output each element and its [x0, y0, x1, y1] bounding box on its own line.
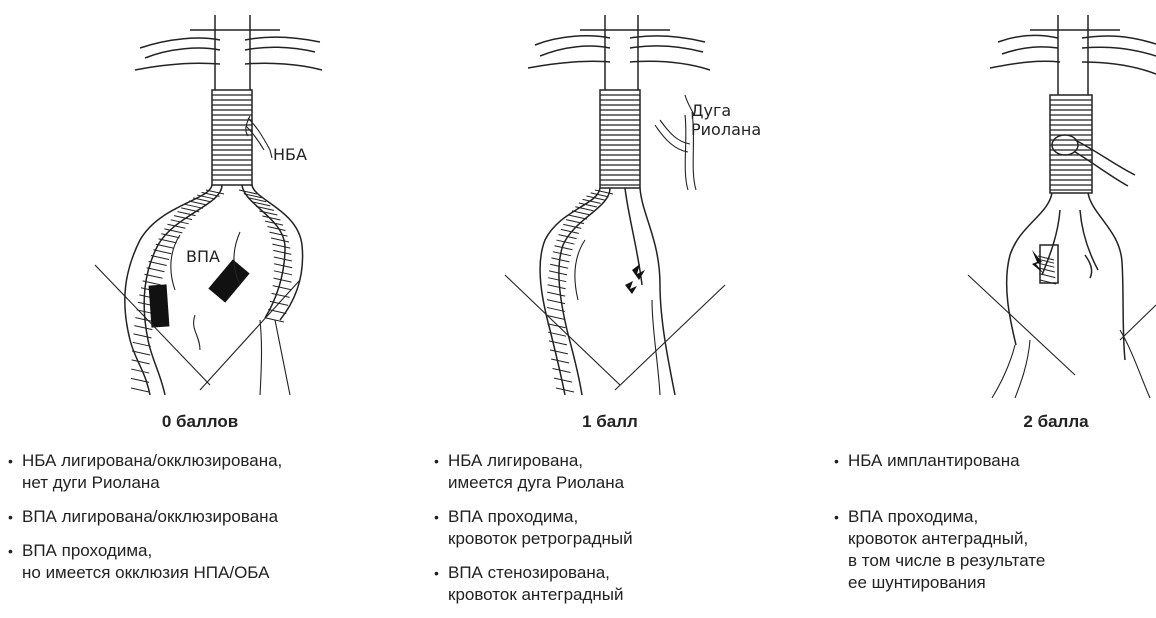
- criteria-list-2: НБА имплантирована ВПА проходима, кровот…: [834, 450, 1154, 606]
- graft-rib: [181, 208, 199, 212]
- diagram-1-point: Дуга Риолана: [420, 0, 810, 410]
- criteria-list-0: НБА лигирована/окклюзирована, нет дуги Р…: [8, 450, 378, 596]
- graft-rib: [156, 244, 174, 248]
- riolan-arc: [655, 95, 696, 190]
- branch-small: [194, 315, 200, 350]
- criteria-item: ВПА проходима, но имеется окклюзия НПА/О…: [8, 540, 378, 584]
- graft-rib: [591, 193, 609, 197]
- graft-rib: [149, 262, 167, 266]
- label-riolan-line1: Дуга: [691, 101, 731, 120]
- graft-rib: [131, 369, 149, 373]
- branch-left: [171, 235, 180, 290]
- graft-rib: [132, 360, 150, 364]
- graft-rib: [133, 334, 151, 338]
- criteria-item: НБА имплантирована: [834, 450, 1154, 472]
- graft-rib: [267, 226, 285, 230]
- graft-rib: [134, 326, 152, 330]
- graft-rib: [189, 201, 207, 205]
- graft-rib: [551, 359, 569, 363]
- graft-rib: [548, 285, 566, 289]
- score-0: 0 баллов: [150, 412, 250, 432]
- graft-rib: [549, 341, 567, 345]
- graft-rib: [548, 278, 566, 282]
- panel-1-point: Дуга Риолана 1 балл НБА лигирована, имее…: [420, 0, 810, 615]
- graft-rib: [273, 286, 291, 290]
- graft-rib: [193, 198, 211, 202]
- upper-branches: [135, 15, 322, 90]
- branch-down-right: [260, 320, 262, 395]
- graft-rib: [549, 271, 567, 275]
- graft-rib: [131, 388, 149, 392]
- graft-rib: [259, 211, 277, 215]
- aortic-graft: [600, 90, 640, 188]
- pelvic-cross-lines: [505, 275, 725, 390]
- score-1: 1 балл: [560, 412, 660, 432]
- graft-rib: [274, 257, 292, 261]
- score-2: 2 балла: [1006, 412, 1106, 432]
- aortic-graft: [1050, 95, 1092, 193]
- criteria-item: НБА лигирована/окклюзирована, нет дуги Р…: [8, 450, 378, 494]
- graft-rib: [547, 300, 565, 304]
- graft-rib: [271, 238, 289, 242]
- graft-rib: [272, 244, 290, 248]
- branch-left: [575, 240, 585, 300]
- iliac-arteries: [540, 188, 675, 395]
- label-riolan-line2: Риолана: [691, 120, 761, 139]
- branch-down-right2: [275, 320, 290, 395]
- iliac-arteries: [125, 185, 303, 395]
- panel-2-points: 2 балла НБА имплантирована ВПА проходима…: [820, 0, 1156, 615]
- upper-branches: [528, 15, 710, 90]
- graft-rib: [550, 350, 568, 354]
- panel-0-points: НБА ВПА 0 баллов НБА лигирована/окклюзир…: [0, 0, 400, 615]
- graft-rib: [185, 204, 203, 208]
- label-vpa: ВПА: [186, 247, 220, 266]
- graft-rib: [274, 278, 292, 282]
- graft-rib: [273, 250, 291, 254]
- criteria-list-1: НБА лигирована, имеется дуга Риолана ВПА…: [434, 450, 794, 618]
- upper-branches: [990, 15, 1156, 95]
- graft-rib: [572, 211, 590, 215]
- graft-rib: [269, 232, 287, 236]
- graft-rib: [553, 252, 571, 256]
- graft-rib: [555, 246, 573, 250]
- diagram-0-points: НБА ВПА: [0, 0, 400, 410]
- criteria-item: ВПА стенозирована, кровоток антеградный: [434, 562, 794, 606]
- criteria-item: ВПА лигирована/окклюзирована: [8, 506, 378, 528]
- diagram-2-points: [820, 0, 1156, 410]
- pelvic-cross-lines: [968, 275, 1156, 375]
- criteria-item: ВПА проходима, кровоток антеградный, в т…: [834, 506, 1154, 594]
- graft-rib: [1039, 274, 1055, 278]
- branch-down-left: [992, 345, 1015, 398]
- graft-rib: [547, 292, 565, 296]
- criteria-item: НБА лигирована, имеется дуга Риолана: [434, 450, 794, 494]
- graft-rib: [569, 215, 587, 219]
- graft-rib: [554, 378, 572, 382]
- criteria-item: ВПА проходима, кровоток ретроградный: [434, 506, 794, 550]
- iliac-arteries: [1007, 193, 1125, 360]
- graft-rib: [151, 256, 169, 260]
- label-nba: НБА: [273, 145, 307, 164]
- aortic-graft: [212, 90, 252, 185]
- graft-rib: [153, 250, 171, 254]
- branch-down-left2: [1015, 340, 1030, 398]
- graft-rib: [553, 368, 571, 372]
